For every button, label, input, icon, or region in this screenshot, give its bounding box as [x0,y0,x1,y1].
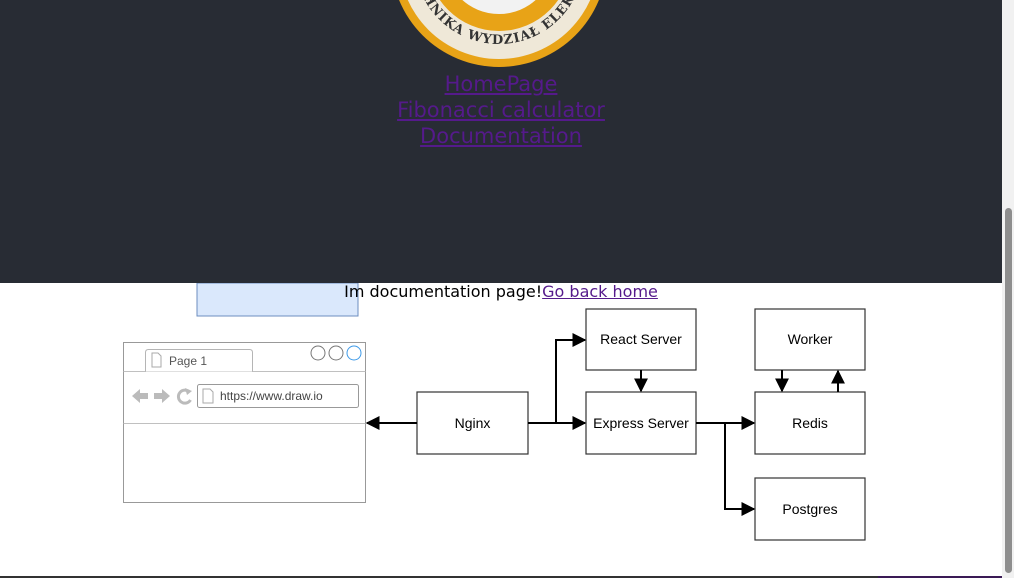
worker-label: Worker [788,331,833,347]
forward-arrow-icon [154,389,170,403]
express-to-postgres-arrow [724,423,756,516]
documentation-message-row: Im documentation page!Go back home [0,282,1002,302]
nav-fibonacci-link[interactable]: Fibonacci calculator [397,98,605,122]
go-back-home-link[interactable]: Go back home [542,282,658,301]
window-control-icon [328,345,344,361]
react-server-node [585,308,697,371]
nav-fibonacci-row: Fibonacci calculator [0,97,1002,123]
react-server-label: React Server [600,331,682,347]
browser-tab [145,349,253,372]
nav-home-row: HomePage [0,71,1002,97]
express-server-label: Express Server [593,415,689,431]
express-server-node [585,391,697,455]
nav-documentation-row: Documentation [0,123,1002,149]
app-header: POLITECHNIKA WYDZIAŁ ELEKTRONIKI HomePag… [0,0,1002,283]
nav-home-link[interactable]: HomePage [444,72,558,96]
browser-tab-label: Page 1 [169,354,207,368]
architecture-diagram: Page 1 https://www.draw.io Nginx React S… [123,283,866,541]
nginx-node [416,391,529,455]
nginx-to-react-arrow [555,333,587,423]
vertical-scrollbar[interactable] [1002,0,1014,578]
reload-arrowhead-icon [185,388,192,395]
worker-node [754,308,866,371]
browser-mockup: Page 1 https://www.draw.io [123,342,366,503]
window-control-icon [346,345,362,361]
postgres-node [754,477,866,541]
bottom-strip-accent [878,576,1002,578]
university-logo: POLITECHNIKA WYDZIAŁ ELEKTRONIKI [390,0,599,67]
nav-documentation-link[interactable]: Documentation [420,124,582,148]
documentation-message: Im documentation page! [344,282,543,301]
url-text: https://www.draw.io [220,389,323,403]
scrollbar-thumb[interactable] [1005,208,1012,573]
partial-box [196,283,359,317]
window-control-icon [310,345,326,361]
nginx-label: Nginx [455,415,491,431]
url-bar [197,384,359,408]
page-icon [151,352,162,368]
bottom-strip [0,576,1002,578]
redis-label: Redis [792,415,828,431]
url-page-icon [202,388,214,404]
back-arrow-icon [132,389,148,403]
redis-node [754,391,866,455]
postgres-label: Postgres [782,501,837,517]
